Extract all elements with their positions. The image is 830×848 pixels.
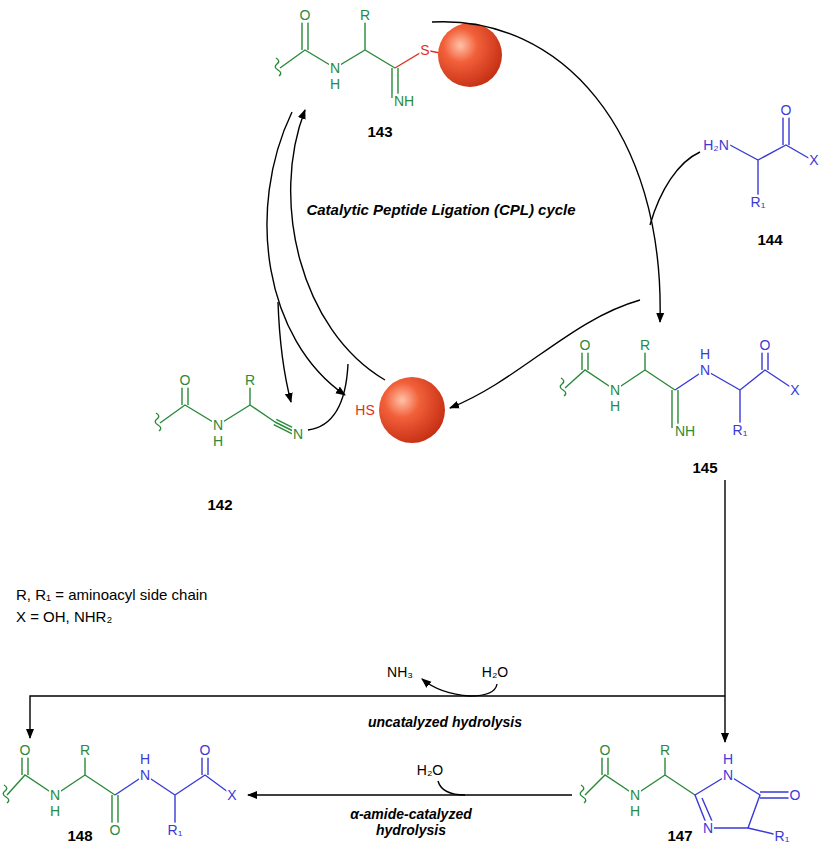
compound-number: 148 xyxy=(66,828,93,844)
atom-label: X xyxy=(226,788,237,803)
atom-label: O xyxy=(579,338,592,353)
reaction-name: α-amide-catalyzed hydrolysis xyxy=(330,806,492,838)
atom-label: H xyxy=(699,347,711,362)
bond-lines xyxy=(3,750,118,828)
atom-label: R₁ xyxy=(167,823,184,838)
hydrolysis-arrow xyxy=(248,794,572,795)
atom-label: R xyxy=(659,743,671,758)
bond-lines xyxy=(730,110,812,200)
cycle-arrow xyxy=(291,110,385,380)
atom-label: H xyxy=(722,752,734,767)
cycle-arrow xyxy=(308,364,348,430)
atom-label: HS xyxy=(354,403,375,418)
reaction-name: uncatalyzed hydrolysis xyxy=(367,715,523,730)
atom-label: H xyxy=(49,804,61,819)
bond-lines xyxy=(395,50,440,68)
hydrolysis-arrow xyxy=(724,480,725,742)
atom-label: H xyxy=(609,399,621,414)
reagent-label: NH₃ xyxy=(386,665,414,680)
compound-144 xyxy=(730,110,812,200)
cycle-title: Catalytic Peptide Ligation (CPL) cycle xyxy=(300,200,582,220)
cycle-arrow xyxy=(267,112,345,395)
atom-label: R₁ xyxy=(774,829,791,844)
atom-label: R xyxy=(244,373,256,388)
bond-lines xyxy=(580,750,695,803)
atom-label: R₁ xyxy=(732,423,749,438)
reagent-label: H₂O xyxy=(416,763,444,778)
bond-lines xyxy=(695,775,795,836)
atom-label: N xyxy=(329,61,341,76)
reagent-label: H₂O xyxy=(481,665,509,680)
atom-label: N xyxy=(139,768,151,783)
atom-label: O xyxy=(19,743,32,758)
atom-label: H xyxy=(139,752,151,767)
atom-label: R xyxy=(639,338,651,353)
atom-label: NH xyxy=(393,94,415,109)
atom-label: R₁ xyxy=(750,195,767,210)
bond-lines xyxy=(675,345,795,428)
compound-145 xyxy=(560,345,795,428)
atom-label: O xyxy=(109,823,122,838)
atom-label: X xyxy=(808,153,819,168)
atom-label: O xyxy=(759,338,772,353)
compound-number: 143 xyxy=(366,124,393,140)
legend-note: X = OH, NHR₂ xyxy=(15,609,113,625)
resin-bead xyxy=(438,23,502,87)
compound-number: 142 xyxy=(206,497,233,513)
atom-label: NH xyxy=(674,424,696,439)
compound-142 xyxy=(155,380,298,436)
atom-label: O xyxy=(299,8,312,23)
atom-label: N xyxy=(702,821,714,836)
compound-148 xyxy=(3,750,232,828)
compound-147 xyxy=(580,750,795,836)
compound-number: 144 xyxy=(756,232,783,248)
atom-label: H xyxy=(629,804,641,819)
atom-label: N xyxy=(292,427,304,442)
atom-label: H₂N xyxy=(702,138,730,153)
atom-label: O xyxy=(599,743,612,758)
legend-note: R, R₁ = aminoacyl side chain xyxy=(15,587,208,603)
cycle-arrow xyxy=(278,302,291,402)
cycle-arrow xyxy=(650,152,700,225)
atom-label: O xyxy=(780,103,793,118)
atom-label: O xyxy=(179,373,192,388)
bond-lines xyxy=(560,345,678,428)
atom-label: R xyxy=(359,8,371,23)
atom-label: O xyxy=(789,788,802,803)
bond-lines xyxy=(155,380,298,436)
resin-bead xyxy=(379,377,445,443)
atom-label: N xyxy=(629,788,641,803)
compound-number: 145 xyxy=(691,460,718,476)
hydrolysis-arrow xyxy=(30,696,725,738)
atom-label: H xyxy=(329,77,341,92)
atom-label: N xyxy=(699,363,711,378)
atom-label: H xyxy=(212,434,224,449)
bond-lines xyxy=(115,750,232,828)
reagent-curl xyxy=(438,781,465,795)
atom-label: N xyxy=(49,788,61,803)
atom-label: N xyxy=(212,418,224,433)
reagent-curl xyxy=(470,684,497,696)
reaction-arrows xyxy=(30,22,725,795)
compound-143 xyxy=(275,15,502,98)
compound-number: 147 xyxy=(666,828,693,844)
byproduct-arrow xyxy=(422,679,470,696)
atom-label: N xyxy=(609,383,621,398)
atom-label: X xyxy=(789,383,800,398)
bond-lines xyxy=(275,15,398,98)
cycle-arrow xyxy=(450,300,640,408)
atom-label: O xyxy=(199,743,212,758)
atom-label: N xyxy=(722,768,734,783)
atom-label: R xyxy=(79,743,91,758)
cycle-arrow xyxy=(432,22,660,322)
atom-label: S xyxy=(419,43,430,58)
